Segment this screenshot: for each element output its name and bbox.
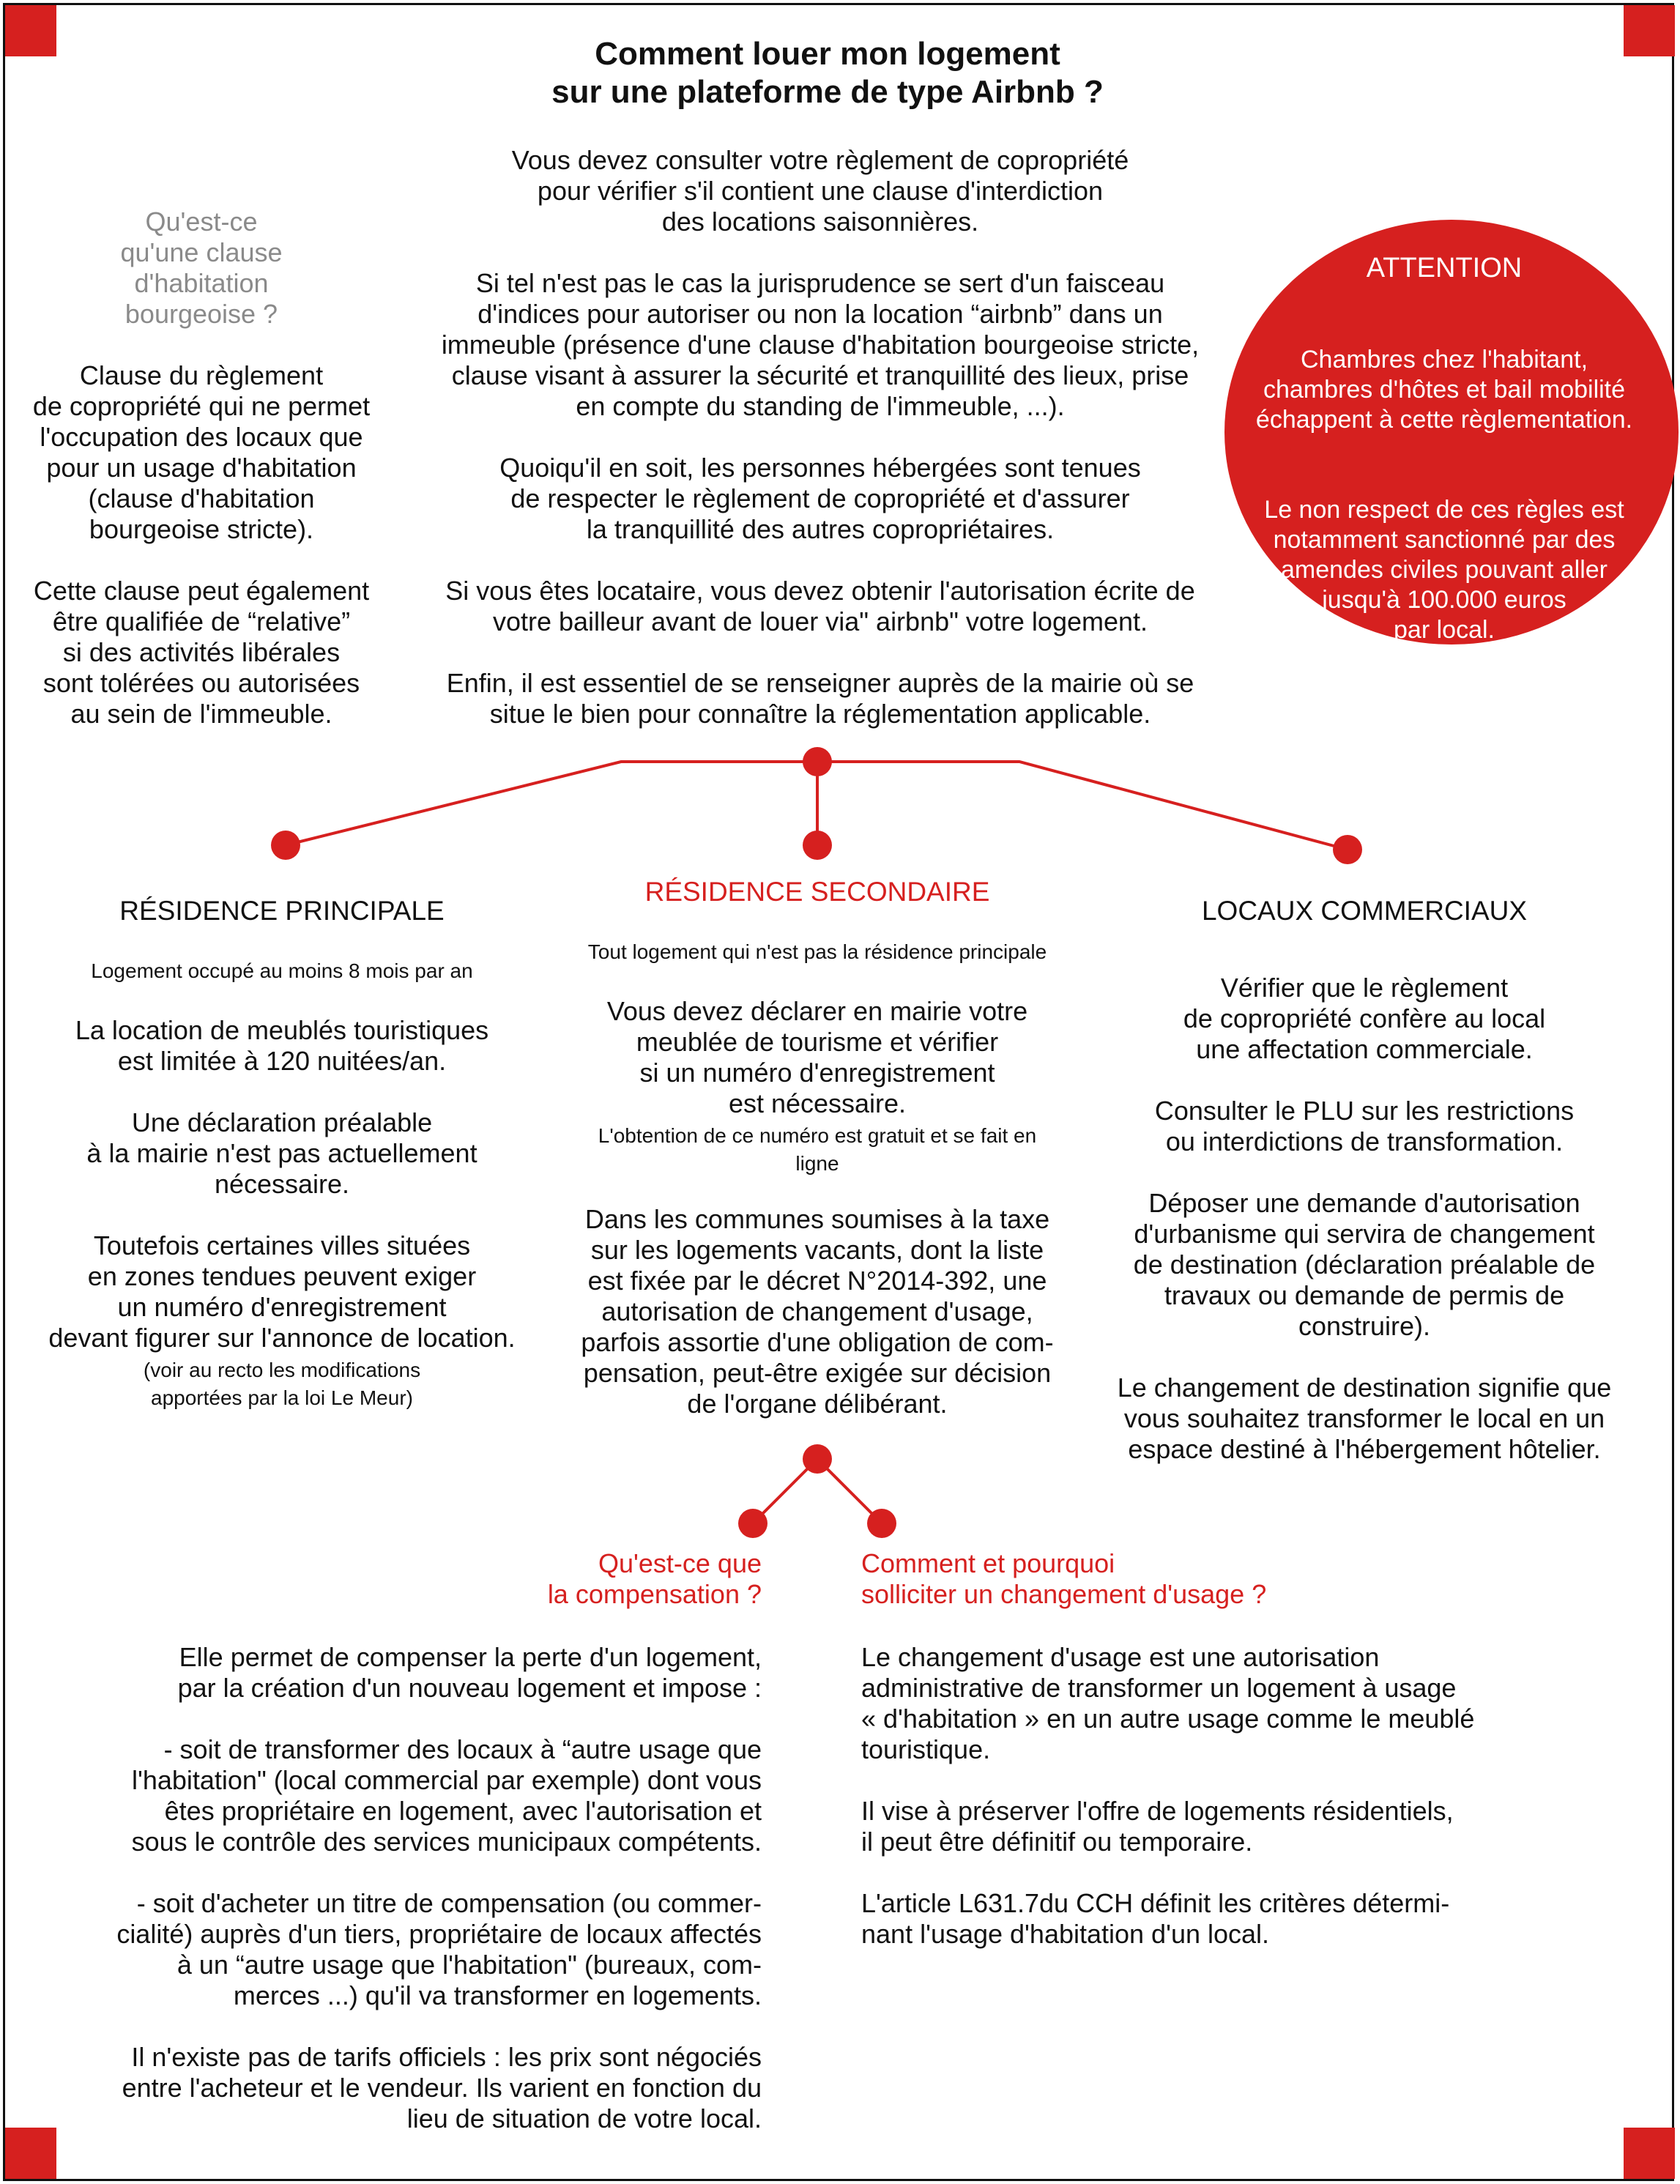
corner-mark-bottom-left <box>5 2128 56 2179</box>
connector-dot-top <box>803 747 832 776</box>
connector-line-usage <box>816 1457 883 1525</box>
principale-note: (voir au recto les modifications apporté… <box>143 1359 421 1409</box>
compensation-heading: Qu'est-ce que la compensation ? <box>547 1548 762 1609</box>
section-locaux-commerciaux: LOCAUX COMMERCIAUX Vérifier que le règle… <box>1104 895 1624 1465</box>
connector-line-compensation <box>751 1457 819 1525</box>
connector-dot-secondaire <box>803 831 832 860</box>
section-compensation: Qu'est-ce que la compensation ? Elle per… <box>110 1548 762 2134</box>
section-changement-usage: Comment et pourquoi solliciter un change… <box>861 1548 1520 1950</box>
intro-paragraph: Vous devez consulter votre règlement de … <box>511 145 1129 237</box>
usage-paragraph: L'article L631.7du CCH définit les critè… <box>861 1888 1450 1949</box>
commerciaux-heading: LOCAUX COMMERCIAUX <box>1201 896 1528 926</box>
connector-line-left <box>285 760 817 847</box>
connector-dot-compensation <box>738 1509 767 1538</box>
intro-paragraph: Enfin, il est essentiel de se renseigner… <box>446 668 1194 729</box>
principale-paragraph: Toutefois certaines villes situées en zo… <box>48 1230 516 1353</box>
principale-heading: RÉSIDENCE PRINCIPALE <box>119 896 445 926</box>
sidebar-paragraph: Cette clause peut également être qualifi… <box>33 576 370 729</box>
intro-paragraph: Si vous êtes locataire, vous devez obten… <box>445 576 1195 636</box>
connector-dot-usage <box>867 1509 896 1538</box>
secondaire-heading: RÉSIDENCE SECONDAIRE <box>644 877 990 907</box>
usage-paragraph: Le changement d'usage est une autorisati… <box>861 1642 1475 1764</box>
intro-paragraph: Si tel n'est pas le cas la jurisprudence… <box>441 268 1200 421</box>
corner-mark-top-left <box>5 5 56 56</box>
sidebar-question: Qu'est-ce qu'une clause d'habitation bou… <box>120 207 283 329</box>
principale-subheading: Logement occupé au moins 8 mois par an <box>91 959 473 982</box>
attention-text: Chambres chez l'habitant, chambres d'hôt… <box>1254 315 1635 705</box>
secondaire-subheading: Tout logement qui n'est pas la résidence… <box>587 940 1047 963</box>
attention-title: ATTENTION <box>1366 253 1523 283</box>
principale-paragraph: Une déclaration préalable à la mairie n'… <box>86 1107 477 1199</box>
connector-dot-principale <box>271 831 300 860</box>
usage-paragraph: Il vise à préserver l'offre de logements… <box>861 1796 1454 1857</box>
secondaire-paragraph: Dans les communes soumises à la taxe sur… <box>581 1204 1054 1419</box>
secondaire-note: L'obtention de ce numéro est gratuit et … <box>598 1124 1037 1175</box>
attention-paragraph: Chambres chez l'habitant, chambres d'hôt… <box>1255 346 1633 434</box>
corner-mark-top-right <box>1624 5 1675 56</box>
intro-paragraph: Quoiqu'il en soit, les personnes hébergé… <box>499 453 1141 544</box>
compensation-paragraph: - soit de transformer des locaux à “autr… <box>131 1734 762 1857</box>
connector-line-right <box>817 760 1348 851</box>
commerciaux-paragraph: Déposer une demande d'autorisation d'urb… <box>1133 1188 1596 1341</box>
secondaire-paragraph: Vous devez déclarer en mairie votre meub… <box>606 996 1028 1118</box>
sidebar-paragraph: Clause du règlement de copropriété qui n… <box>32 360 371 544</box>
page-frame <box>3 3 1674 2181</box>
connector-dot-branch <box>803 1444 832 1474</box>
compensation-paragraph: Il n'existe pas de tarifs officiels : le… <box>122 2042 762 2133</box>
compensation-paragraph: Elle permet de compenser la perte d'un l… <box>177 1642 762 1703</box>
commerciaux-paragraph: Vérifier que le règlement de copropriété… <box>1183 973 1546 1064</box>
principale-paragraph: La location de meublés touristiques est … <box>75 1015 489 1076</box>
attention-paragraph: Le non respect de ces règles est notamme… <box>1264 496 1624 644</box>
connector-dot-commerciaux <box>1333 835 1362 864</box>
page-title: Comment louer mon logement sur une plate… <box>551 36 1104 110</box>
section-residence-principale: RÉSIDENCE PRINCIPALE Logement occupé au … <box>29 895 535 1412</box>
attention-circle: ATTENTION Chambres chez l'habitant, cham… <box>1224 220 1679 645</box>
intro-text: Vous devez consulter votre règlement de … <box>417 145 1223 729</box>
usage-heading: Comment et pourquoi solliciter un change… <box>861 1548 1267 1609</box>
compensation-paragraph: - soit d'acheter un titre de compensatio… <box>116 1888 762 2010</box>
section-residence-secondaire: RÉSIDENCE SECONDAIRE Tout logement qui n… <box>546 876 1088 1419</box>
corner-mark-bottom-right <box>1624 2128 1675 2179</box>
sidebar-clause: Qu'est-ce qu'une clause d'habitation bou… <box>15 207 388 729</box>
commerciaux-paragraph: Le changement de destination signifie qu… <box>1117 1373 1612 1464</box>
commerciaux-paragraph: Consulter le PLU sur les restrictions ou… <box>1154 1096 1575 1156</box>
